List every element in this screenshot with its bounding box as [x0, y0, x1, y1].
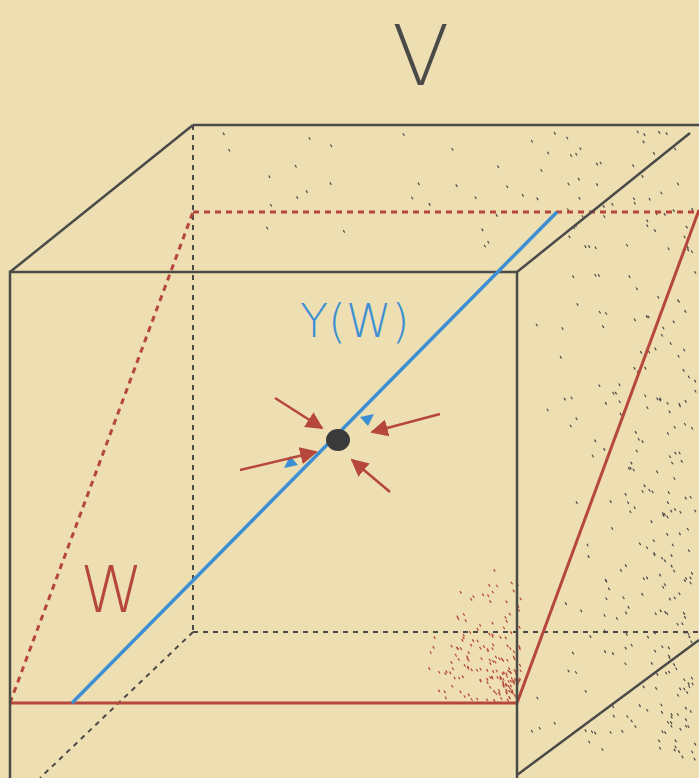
cube-edges: [10, 125, 699, 778]
plane-w: [10, 210, 699, 703]
plane-label: W: [80, 558, 143, 622]
line-label: Y(W): [300, 298, 409, 344]
attract-arrows: [240, 398, 440, 492]
space-label: V: [392, 14, 449, 98]
flow-arrows: [284, 414, 374, 468]
stipple-texture: [223, 131, 696, 761]
hidden-edges: [40, 125, 699, 778]
line-yw: [72, 212, 557, 703]
fixed-point: [326, 429, 350, 451]
